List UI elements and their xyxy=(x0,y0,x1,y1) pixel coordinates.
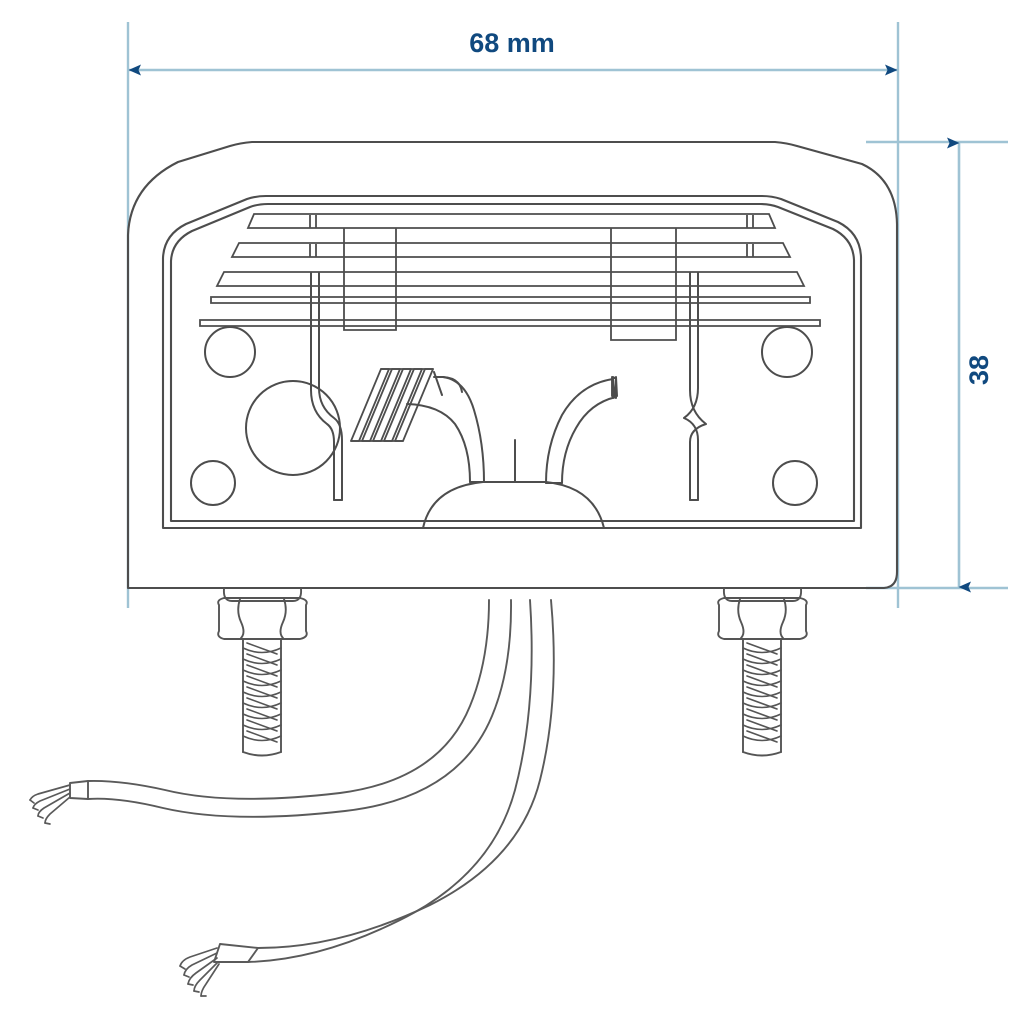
lens-frame-outer xyxy=(161,194,863,530)
mounting-bolts xyxy=(217,588,808,757)
wire-upper-edge-bottom xyxy=(87,599,512,818)
reflector-circle xyxy=(245,380,341,476)
left-bolt-washer xyxy=(222,588,303,602)
grille-louvers xyxy=(199,213,821,341)
dimension-label-height: 38 xyxy=(964,355,994,385)
internal-details xyxy=(190,272,818,529)
harness-right-inner xyxy=(561,396,617,484)
wire-upper-edge-top xyxy=(87,599,490,800)
internal-clip-left-b xyxy=(318,272,343,501)
harness-left-outer xyxy=(442,376,485,483)
right-bolt-threads xyxy=(742,642,782,743)
right-connector-block xyxy=(612,376,615,397)
right-bolt-tip xyxy=(742,751,782,757)
housing-outline xyxy=(126,140,899,590)
harness-left-inner xyxy=(406,403,471,483)
wire-harness xyxy=(29,599,555,997)
wire-lower-ferrule xyxy=(213,943,259,963)
right-hexnut-face-b xyxy=(779,598,787,639)
louver-5 xyxy=(199,319,821,327)
right-plug-detail xyxy=(611,376,617,399)
grille-rib-center-left xyxy=(343,228,397,331)
grille-rib-center-right xyxy=(610,228,677,341)
right-bolt-washer xyxy=(722,588,803,602)
left-hexnut-face-a xyxy=(237,598,245,639)
louver-4 xyxy=(210,296,811,304)
screw-boss-top-left xyxy=(204,326,256,378)
screw-boss-bottom-right xyxy=(772,460,818,506)
lamp-housing xyxy=(126,140,899,590)
right-mounting-bolt xyxy=(717,588,808,757)
right-bolt-hexnut xyxy=(717,597,808,640)
right-hexnut-face-a xyxy=(737,598,745,639)
wire-upper-strands xyxy=(29,784,71,825)
left-bolt-hexnut xyxy=(217,597,308,640)
left-bolt-tip xyxy=(242,751,282,757)
internal-clip-right xyxy=(689,272,707,501)
louver-1 xyxy=(246,213,777,229)
left-hexnut-face-b xyxy=(279,598,287,639)
louver-2 xyxy=(230,242,792,258)
wire-lower-edge-inner xyxy=(247,599,533,963)
connector-fins xyxy=(350,368,434,442)
internal-clip-left xyxy=(310,272,335,501)
internal-clip-right-b xyxy=(683,272,699,501)
louver-3 xyxy=(215,271,806,287)
left-bolt-threads xyxy=(242,642,282,743)
harness-left-collar xyxy=(433,371,443,396)
wire-lower-strands xyxy=(179,947,220,997)
dimension-label-width: 68 mm xyxy=(469,28,555,58)
left-mounting-bolt xyxy=(217,588,308,757)
lens-frame-inner xyxy=(169,202,856,523)
dimension-layer: 68 mm 38 xyxy=(126,22,1008,608)
wire-upper-ferrule xyxy=(69,780,89,800)
screw-boss-top-right xyxy=(761,326,813,378)
screw-boss-bottom-left xyxy=(190,460,236,506)
wire-lower-edge-outer xyxy=(257,599,555,949)
harness-right-outer xyxy=(545,378,614,484)
